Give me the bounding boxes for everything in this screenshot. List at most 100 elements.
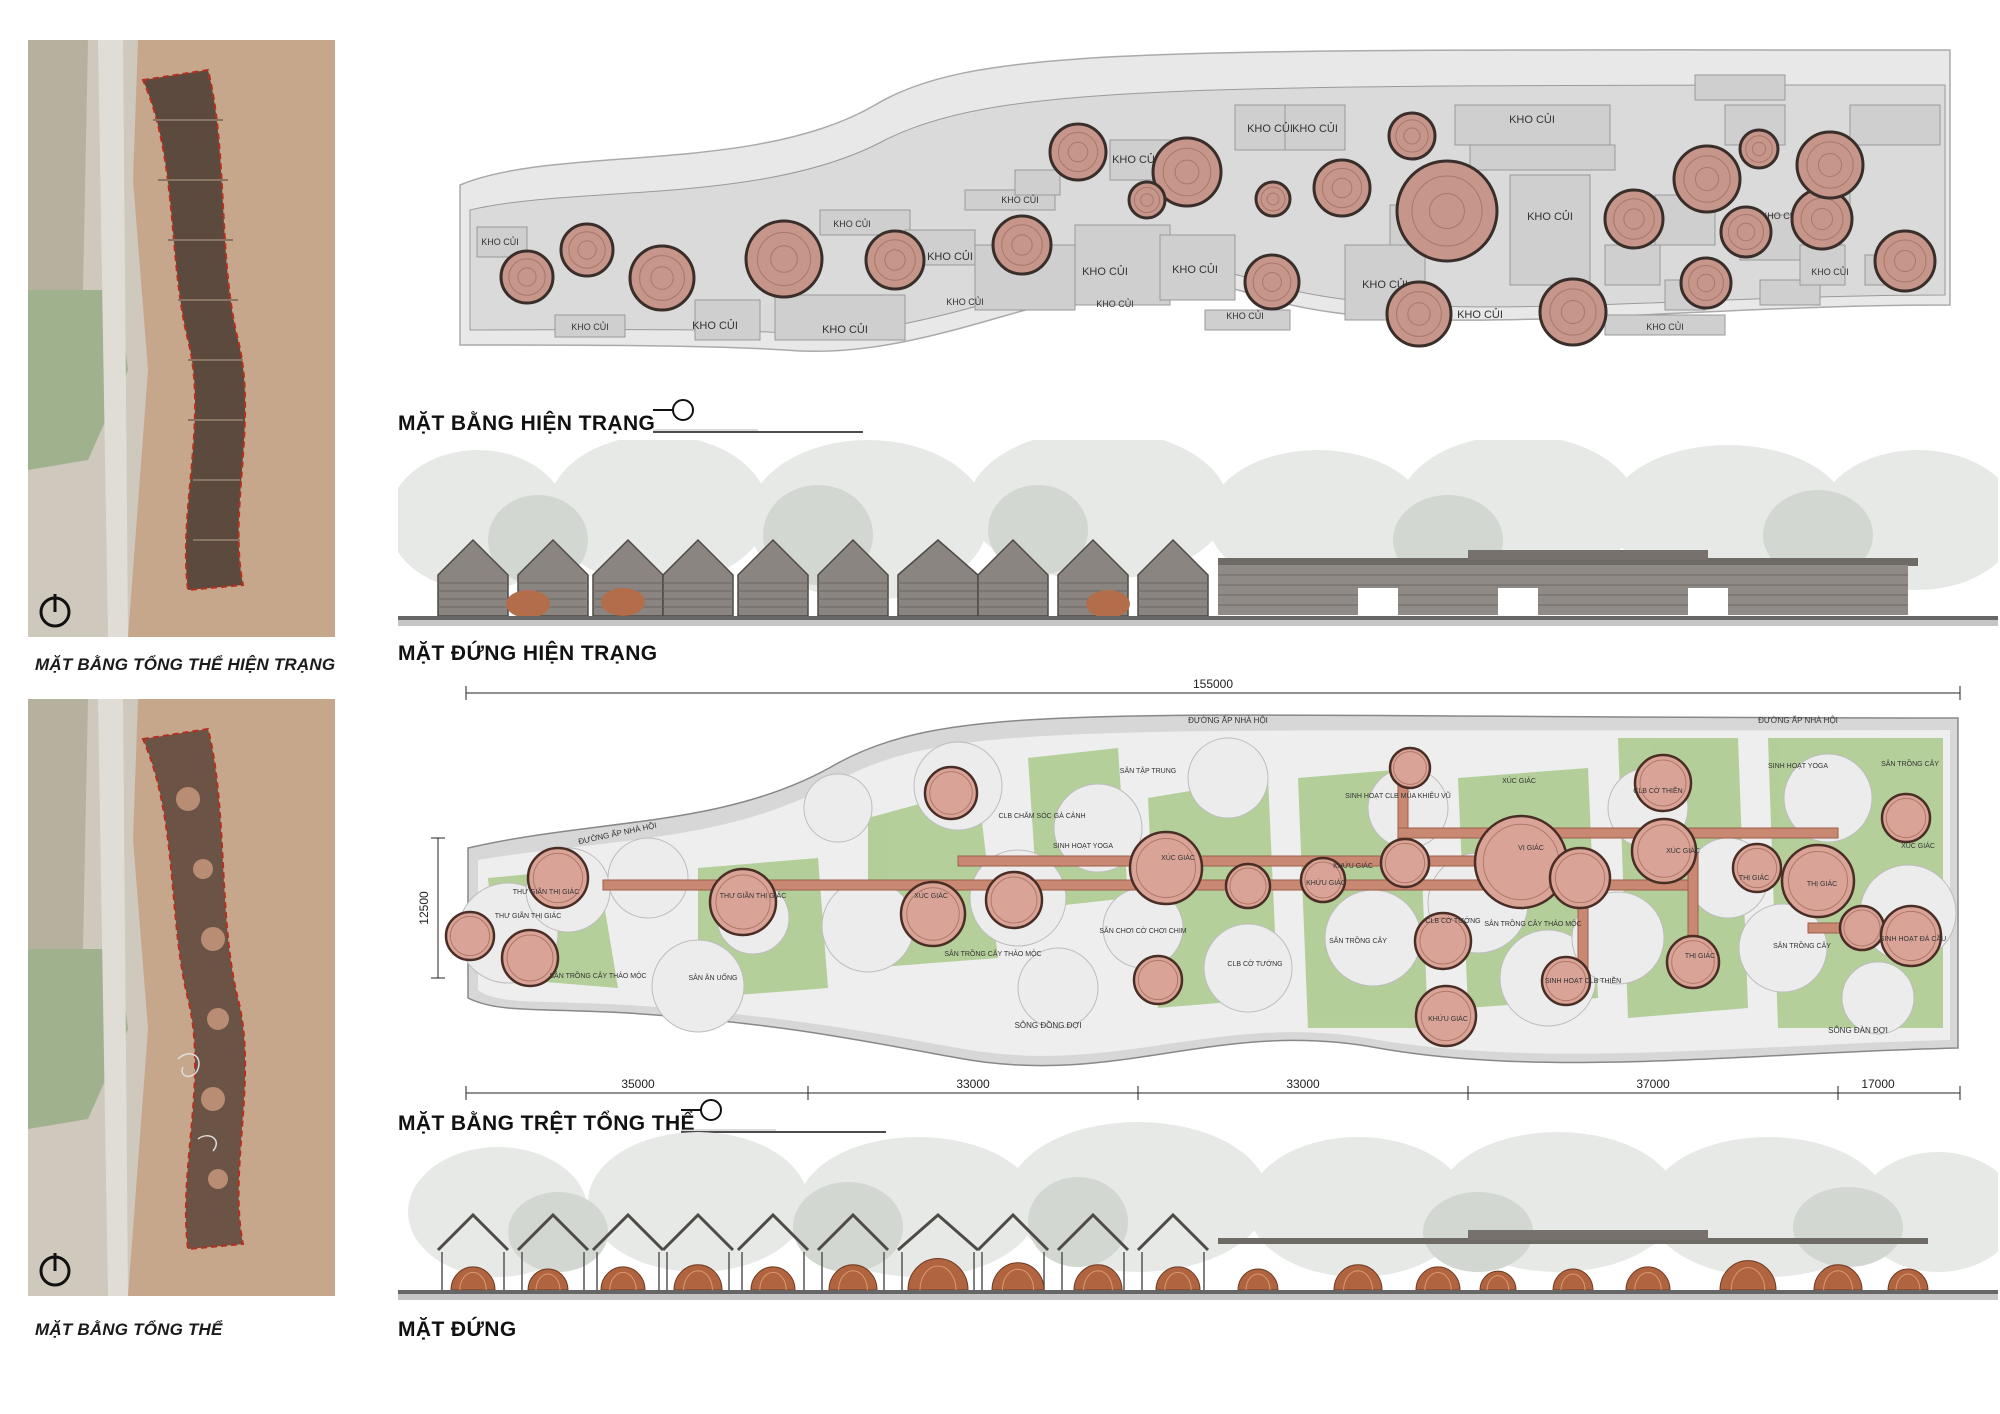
plaza (1187, 737, 1269, 819)
room-label: KHỨU GIÁC (1333, 861, 1373, 870)
room-label: SÂN TẬP TRUNG (1120, 766, 1176, 775)
dome-elevation (1719, 1260, 1777, 1291)
river-label: SÔNG ĐÀN ĐỢI (1828, 1026, 1888, 1035)
dome-marker (1127, 180, 1167, 220)
open-shed (976, 1212, 1050, 1290)
dome-marker (559, 222, 615, 278)
shed (817, 538, 889, 617)
north-arrow-existing-plan (653, 399, 863, 433)
plaza (1841, 961, 1915, 1035)
road-label: ĐƯỜNG ẤP NHÀ HỘI (1188, 715, 1268, 725)
dome-elevation (527, 1268, 569, 1291)
dome-marker (1387, 111, 1437, 161)
plaza (1203, 923, 1293, 1013)
room-label: XÚC GIÁC (1502, 776, 1536, 785)
dome-marker (499, 249, 555, 305)
open-shed (1056, 1212, 1130, 1290)
dome-elevation (673, 1264, 723, 1291)
warehouse-label: KHO CỦI (692, 319, 738, 332)
open-shed (661, 1212, 735, 1290)
proposed-sheds (436, 1212, 1210, 1290)
open-shed (591, 1212, 665, 1290)
dome-marker (1254, 180, 1292, 218)
existing-elevation-drawing (398, 440, 1998, 626)
dome-room (1413, 911, 1473, 971)
warehouse-label: KHO CỦI (1226, 310, 1264, 321)
dome-room (1132, 954, 1184, 1006)
dome-marker (1873, 229, 1937, 293)
room-label: SÂN TRỒNG CÂY THẢO MỘC (549, 970, 646, 980)
room-label: SÂN TRỒNG CÂY (1329, 935, 1387, 945)
dome-marker (1738, 128, 1780, 170)
title-ground-plan: MẶT BẰNG TRỆT TỔNG THỂ (398, 1112, 695, 1135)
dome-elevation (1552, 1268, 1594, 1291)
dome-marker (744, 219, 824, 299)
caption-site-plan-existing: MẶT BẰNG TỔNG THỂ HIỆN TRẠNG (35, 655, 336, 674)
dome-room (526, 846, 590, 910)
room-label: SINH HOẠT YOGA (1053, 843, 1113, 850)
plaza (651, 939, 745, 1033)
dome-room (708, 867, 778, 937)
dome-glimpse (1086, 590, 1130, 618)
plaza (1017, 947, 1099, 1029)
dome-marker (991, 214, 1053, 276)
dome-room (444, 910, 496, 962)
dome-elevation (600, 1266, 646, 1291)
dome-elevation (991, 1262, 1045, 1291)
shed (1137, 538, 1209, 617)
dome-marker (1795, 130, 1865, 200)
existing-plan-drawing: KHO CỦI KHO CỦI KHO CỦI KHO CỦI KHO CỦI … (459, 49, 1951, 352)
shed (897, 539, 979, 617)
segment-dimension: 35000 (621, 1077, 655, 1091)
dome-elevation (1813, 1264, 1863, 1291)
dome-elevation (1887, 1268, 1929, 1291)
dome-room (923, 765, 979, 821)
open-shed (736, 1212, 810, 1290)
dome-room (1630, 817, 1698, 885)
proposed-domes (450, 1258, 1929, 1291)
dome-room (1838, 904, 1886, 952)
warehouse-label: KHO CỦI (1112, 153, 1158, 166)
dome-elevation (1237, 1268, 1279, 1291)
site-plan-existing (28, 40, 335, 637)
dome-elevation (1625, 1266, 1671, 1291)
open-shed (1136, 1212, 1210, 1290)
warehouse-label: KHO CỦI (1172, 263, 1218, 276)
shed (737, 538, 809, 617)
room-label: CLB CHĂM SÓC GÀ CẢNH (998, 811, 1085, 820)
dome-elevation (1479, 1270, 1517, 1291)
existing-domes (499, 111, 1937, 348)
dome-elevation (750, 1266, 796, 1291)
room-label: SINH HOẠT YOGA (1768, 763, 1828, 770)
dome-elevation (907, 1258, 969, 1291)
dome-glimpse (601, 588, 645, 616)
plaza (1571, 891, 1665, 985)
warehouse-label: KHO CỦI (1001, 194, 1039, 205)
dome-room (1880, 792, 1932, 844)
dome-marker (1243, 253, 1301, 311)
side-dimension: 12500 (417, 891, 431, 925)
title-proposed-elevation: MẶT ĐỨNG (398, 1318, 517, 1341)
dome-room (1665, 934, 1721, 990)
dome-marker (1679, 256, 1733, 310)
dome-room (1299, 856, 1347, 904)
room-label: XÚC GIÁC (914, 891, 948, 900)
site-plan-proposed (28, 699, 335, 1296)
room-label: CLB CỜ TƯỚNG (1227, 959, 1282, 968)
segment-dimension: 37000 (1636, 1077, 1670, 1091)
room-label: SÂN TRỒNG CÂY (1881, 758, 1939, 768)
dome-room (1540, 955, 1592, 1007)
dome-room (1548, 846, 1612, 910)
room-label: SÂN ĂN UỐNG (688, 972, 737, 982)
dome-marker (864, 229, 926, 291)
room-label: THƯ GIÃN THỊ GIÁC (495, 911, 562, 920)
dome-elevation (1073, 1264, 1123, 1291)
warehouse-label: KHO CỦI (1247, 122, 1293, 135)
room-label: SÂN TRỒNG CÂY THẢO MỘC (944, 948, 1041, 958)
plaza (821, 879, 915, 973)
dome-marker (1395, 159, 1499, 263)
overall-dimension: 155000 (1193, 677, 1233, 691)
road-label: ĐƯỜNG ẤP NHÀ HỘI (1758, 715, 1838, 725)
